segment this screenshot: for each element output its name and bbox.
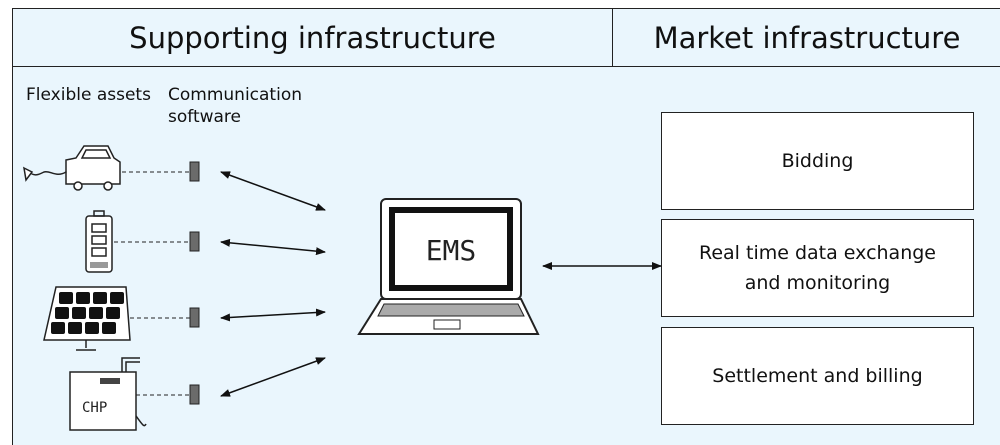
- solar-cell: [89, 307, 103, 319]
- label-flexible-assets: Flexible assets: [26, 85, 151, 105]
- communication-software-connector: [189, 231, 200, 252]
- communication-software-connector: [189, 384, 200, 405]
- solar-cell: [93, 292, 107, 304]
- double-arrow: [220, 171, 326, 211]
- laptop-icon: EMS: [357, 198, 540, 335]
- ems-label: EMS: [426, 234, 477, 267]
- header-market-infrastructure: Market infrastructure: [613, 9, 1000, 67]
- market-box-settlement: Settlement and billing: [661, 327, 974, 425]
- solar-cell: [106, 307, 120, 319]
- electric-car-icon: [23, 145, 121, 191]
- solar-cell: [55, 307, 69, 319]
- solar-cell: [68, 322, 82, 334]
- solar-cell: [76, 292, 90, 304]
- solar-cell: [110, 292, 124, 304]
- market-box-label: Real time data exchange and monitoring: [699, 242, 936, 294]
- communication-software-connector: [189, 307, 200, 328]
- chp-unit-icon: CHP: [69, 357, 147, 431]
- double-arrow: [220, 308, 326, 322]
- solar-cell: [102, 322, 116, 334]
- solar-cell: [51, 322, 65, 334]
- label-communication-software: Communication software: [168, 85, 302, 127]
- asset-links: [114, 171, 190, 396]
- market-box-bidding: Bidding: [661, 112, 974, 210]
- market-box-label: Settlement and billing: [712, 365, 923, 387]
- header-supporting-infrastructure: Supporting infrastructure: [13, 9, 613, 67]
- chp-label: CHP: [82, 400, 107, 416]
- double-arrow: [220, 357, 326, 397]
- double-arrow: [220, 238, 326, 256]
- solar-cell: [85, 322, 99, 334]
- market-box-label: Bidding: [781, 150, 854, 172]
- solar-cell: [72, 307, 86, 319]
- solar-cell: [59, 292, 73, 304]
- market-box-realtime-data: Real time data exchange and monitoring: [661, 219, 974, 317]
- solar-panel-icon: [43, 286, 131, 351]
- battery-storage-icon: [85, 210, 113, 273]
- communication-software-connector: [189, 161, 200, 182]
